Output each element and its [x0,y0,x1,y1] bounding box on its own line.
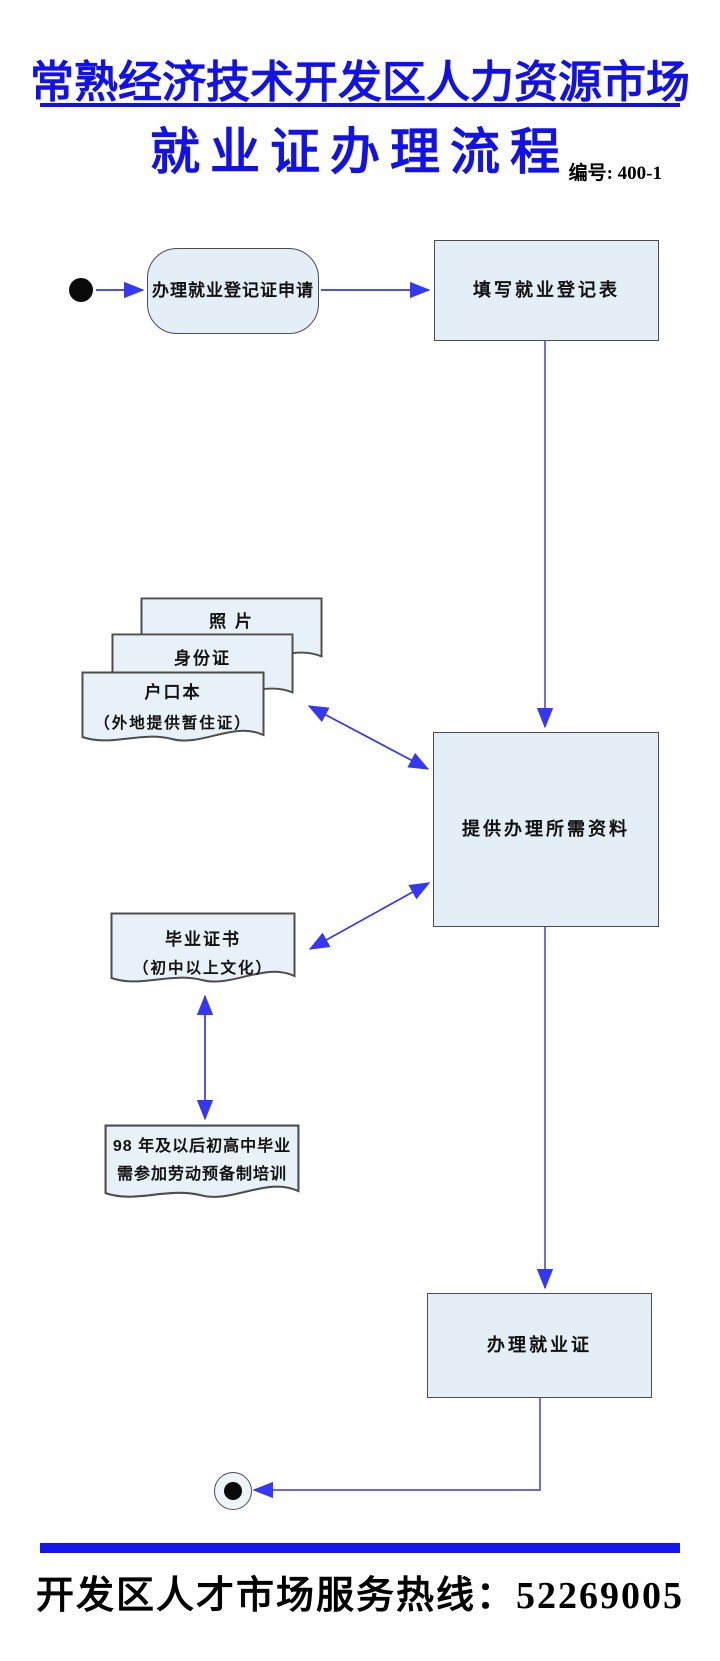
node-fill-form: 填写就业登记表 [434,240,659,341]
document-shape [110,912,296,983]
arrow-certificate-to-end [252,1397,541,1499]
double-arrow-diploma-to-materials [308,882,431,950]
hotline-text: 开发区人才市场服务热线：52269005 [35,1575,684,1617]
document-number: 编号: 400-1 [568,163,662,184]
document-id-card-label: 身份证 [174,649,231,668]
document-diploma-note: （初中以上文化） [132,960,273,977]
node-apply: 办理就业登记证申请 [147,248,319,334]
end-node-dot [224,1482,242,1500]
node-provide-materials: 提供办理所需资料 [433,732,659,927]
document-training-line1: 98 年及以后初高中毕业 [112,1138,292,1155]
document-hukou: 户口本 （外地提供暂住证） [81,671,265,755]
document-hukou-label: 户口本 [144,683,202,702]
node-provide-materials-label: 提供办理所需资料 [462,819,630,839]
node-get-certificate-label: 办理就业证 [487,1335,592,1355]
node-get-certificate: 办理就业证 [427,1293,652,1398]
node-fill-form-label: 填写就业登记表 [473,280,620,300]
document-training: 98 年及以后初高中毕业 需参加劳动预备制培训 [104,1124,300,1212]
organization-title: 常熟经济技术开发区人力资源市场 [30,58,690,107]
document-photo-label: 照 片 [209,612,254,631]
document-diploma-label: 毕业证书 [165,930,241,949]
start-node [69,278,93,302]
page-title: 就业证办理流程 [150,124,570,180]
footer-rule [40,1543,680,1553]
document-shape [81,671,265,742]
title-underline [40,103,680,107]
document-training-line2: 需参加劳动预备制培训 [116,1166,287,1183]
node-apply-label: 办理就业登记证申请 [152,281,314,301]
document-diploma: 毕业证书 （初中以上文化） [110,912,296,996]
document-hukou-note: （外地提供暂住证） [94,715,252,732]
double-arrow-docs-to-materials [307,705,430,770]
document-shape [104,1124,300,1198]
end-node [214,1472,252,1510]
